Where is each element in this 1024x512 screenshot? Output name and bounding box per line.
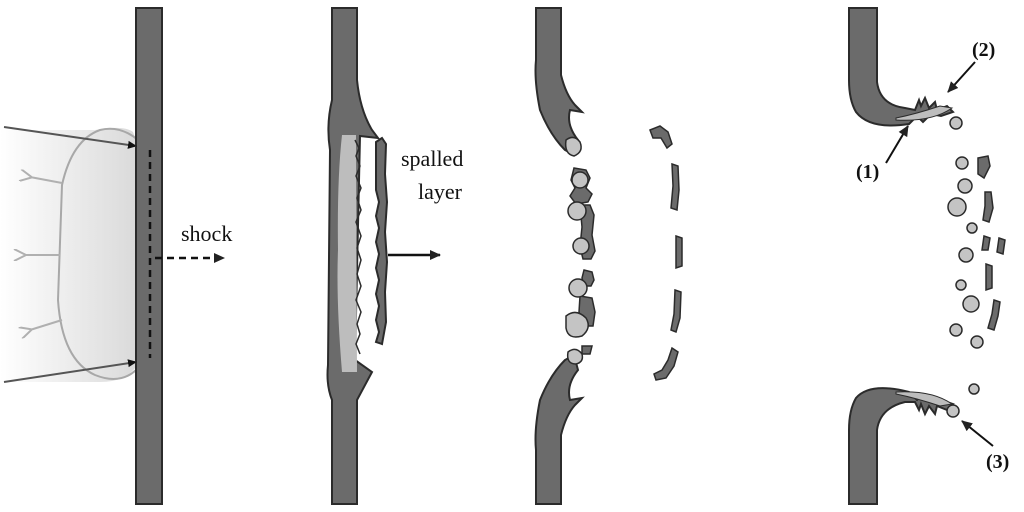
callout-label-2: (2) bbox=[972, 39, 995, 61]
target-wall-3-top bbox=[534, 7, 585, 157]
debris-fragments bbox=[977, 155, 1006, 331]
callout-label-1: (1) bbox=[856, 161, 879, 183]
panel-4-perforation: (1) (2) (3) bbox=[848, 7, 1009, 505]
incident-arrow-top bbox=[3, 126, 137, 149]
debris-particles bbox=[946, 116, 984, 418]
callout-arrow-3 bbox=[961, 420, 994, 447]
target-wall-3-bottom bbox=[534, 353, 585, 505]
spalled-layer bbox=[374, 136, 389, 346]
plume-outline bbox=[56, 127, 139, 380]
callout-label-3: (3) bbox=[986, 451, 1009, 473]
backflow-arrow-3 bbox=[30, 319, 63, 330]
target-wall-1 bbox=[135, 7, 163, 505]
panel-3-fragmentation bbox=[534, 7, 683, 505]
spall-zone bbox=[337, 135, 357, 372]
impact-plume bbox=[0, 127, 140, 383]
spall-fragments bbox=[649, 125, 683, 381]
fracture-surface-2 bbox=[354, 139, 362, 355]
spalled-label-line1: spalled bbox=[401, 146, 463, 171]
light-edge-top bbox=[895, 105, 954, 121]
incident-arrow-bottom bbox=[3, 359, 137, 383]
panel-1-impact: shock bbox=[0, 7, 232, 505]
backflow-arrow-1 bbox=[30, 177, 63, 184]
callout-arrow-2 bbox=[947, 61, 976, 93]
light-edge-bottom bbox=[895, 391, 954, 407]
light-fragments bbox=[564, 136, 590, 365]
shock-label: shock bbox=[181, 221, 232, 246]
panel-2-spall: spalled layer bbox=[326, 7, 463, 505]
callout-arrow-1 bbox=[885, 125, 909, 164]
spalled-label-line2: layer bbox=[418, 179, 463, 204]
